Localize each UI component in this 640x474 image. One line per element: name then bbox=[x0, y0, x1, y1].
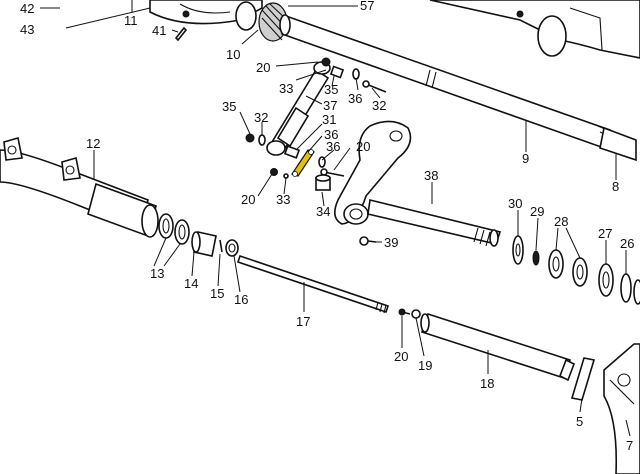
callout-30: 30 bbox=[508, 196, 522, 211]
callout-41: 41 bbox=[152, 23, 166, 38]
callout-15: 15 bbox=[210, 286, 224, 301]
upper-left-tube-assembly bbox=[149, 0, 263, 31]
callout-35-top: 35 bbox=[324, 82, 338, 97]
callout-38: 38 bbox=[424, 168, 438, 183]
callout-labels: 42 43 11 57 41 10 20 33 35 36 32 37 35 3… bbox=[20, 0, 634, 453]
callout-13: 13 bbox=[150, 266, 164, 281]
callout-42: 42 bbox=[20, 1, 34, 16]
callout-9: 9 bbox=[522, 151, 529, 166]
callout-8: 8 bbox=[612, 179, 619, 194]
rod-17 bbox=[236, 254, 406, 316]
callout-35-mid: 31 bbox=[322, 112, 336, 127]
callout-12: 12 bbox=[86, 136, 100, 151]
callout-20-top: 20 bbox=[256, 60, 270, 75]
spacer-5 bbox=[570, 357, 596, 401]
spacer-34 bbox=[315, 174, 331, 191]
callout-27: 27 bbox=[598, 226, 612, 241]
small-pin-41 bbox=[174, 26, 188, 42]
washer-stack-26-30 bbox=[512, 235, 640, 305]
callout-20-left: 35 bbox=[222, 99, 236, 114]
callout-33-mid: 33 bbox=[276, 192, 290, 207]
callout-26: 26 bbox=[620, 236, 634, 251]
callout-39: 39 bbox=[384, 235, 398, 250]
callout-28: 28 bbox=[554, 214, 568, 229]
bushing-14 bbox=[191, 231, 217, 257]
left-lower-tube-part bbox=[0, 136, 159, 238]
rocker-arm-part bbox=[334, 120, 502, 247]
callout-33-top: 33 bbox=[279, 81, 293, 96]
bracket-7 bbox=[603, 343, 640, 474]
shock-absorber-part bbox=[266, 57, 331, 156]
callout-31: 36 bbox=[324, 127, 338, 142]
callout-18: 18 bbox=[480, 376, 494, 391]
long-upper-tube-part bbox=[279, 14, 637, 162]
bolt-39 bbox=[359, 236, 377, 246]
upper-fasteners bbox=[329, 65, 387, 93]
callout-36-mid: 36 bbox=[326, 139, 340, 154]
callout-36-left: 32 bbox=[254, 110, 268, 125]
upper-right-housing bbox=[429, 0, 640, 59]
callout-20-bottom: 20 bbox=[394, 349, 408, 364]
callout-14: 14 bbox=[184, 276, 198, 291]
callout-19: 19 bbox=[418, 358, 432, 373]
callout-10: 10 bbox=[226, 47, 240, 62]
callout-16: 16 bbox=[234, 292, 248, 307]
middle-fasteners bbox=[270, 145, 345, 179]
callout-11: 11 bbox=[124, 13, 138, 28]
callout-57: 57 bbox=[360, 0, 374, 13]
washer-ring-15-16 bbox=[219, 239, 239, 257]
callout-29: 29 bbox=[530, 204, 544, 219]
callout-37: 37 bbox=[323, 98, 337, 113]
callout-7: 7 bbox=[626, 438, 633, 453]
callout-32-top: 32 bbox=[372, 98, 386, 113]
callout-5: 5 bbox=[576, 414, 583, 429]
callout-43: 43 bbox=[20, 22, 34, 37]
callout-34: 34 bbox=[316, 204, 330, 219]
leader-lines bbox=[40, 0, 631, 437]
callout-36-top: 36 bbox=[348, 91, 362, 106]
callout-17: 17 bbox=[296, 314, 310, 329]
lower-tube-18 bbox=[401, 309, 576, 382]
callout-32-mid: 20 bbox=[356, 139, 370, 154]
seal-rings-13 bbox=[158, 213, 190, 245]
callout-20-mid: 20 bbox=[241, 192, 255, 207]
